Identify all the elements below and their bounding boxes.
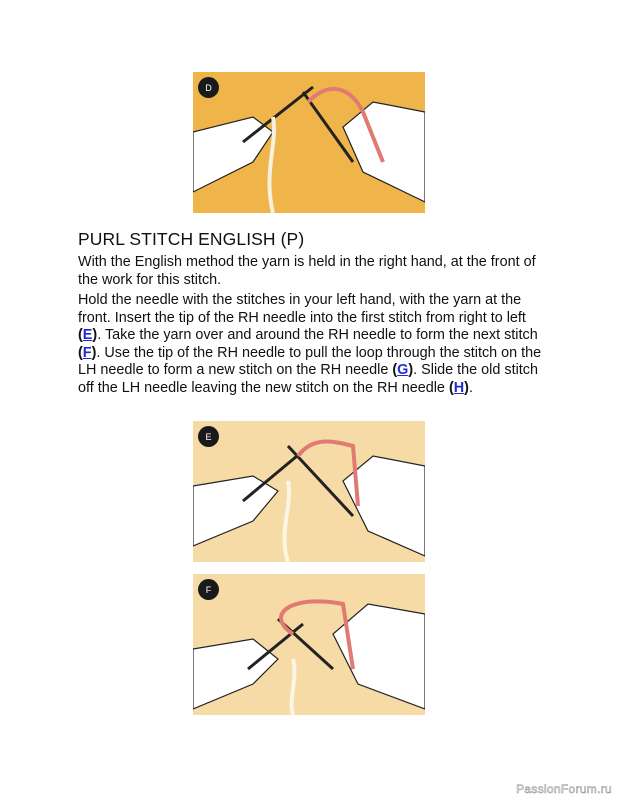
figure-label-d: D	[198, 77, 219, 98]
watermark: PassionForum.ru	[516, 782, 612, 797]
figure-label-f: F	[198, 579, 219, 600]
instructions-paragraph: Hold the needle with the stitches in you…	[78, 292, 542, 396]
knitting-hands-illustration	[193, 421, 425, 562]
figure-link-g[interactable]: G	[397, 362, 409, 379]
knitting-hands-illustration	[193, 72, 425, 213]
figure-link-e[interactable]: E	[82, 327, 93, 344]
knitting-hands-illustration	[193, 574, 425, 715]
intro-paragraph: With the English method the yarn is held…	[78, 254, 536, 288]
figure-f-illustration: F	[193, 574, 425, 715]
figure-link-f[interactable]: F	[82, 344, 92, 361]
figure-label-e: E	[198, 426, 219, 447]
section-title: PURL STITCH ENGLISH (P)	[78, 229, 305, 249]
figure-e-illustration: E	[193, 421, 425, 562]
figure-d-illustration: D	[193, 72, 425, 213]
figure-link-h[interactable]: H	[453, 379, 465, 396]
